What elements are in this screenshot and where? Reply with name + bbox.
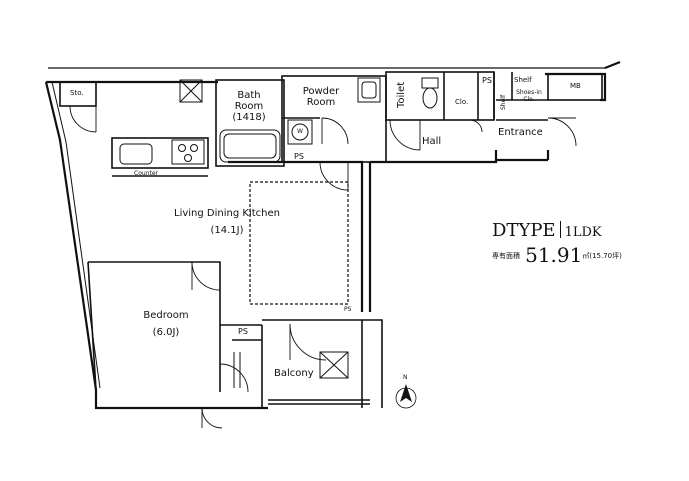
room-label-clo: Clo. xyxy=(455,98,469,106)
compass-north-label: N xyxy=(403,374,408,381)
room-label-sto: Sto. xyxy=(70,89,84,97)
ps-label-ldk: PS xyxy=(344,306,352,313)
room-label-powder: Powder Room xyxy=(294,86,348,108)
room-label-shelf-top: Shelf xyxy=(514,76,532,84)
area-unit: ㎡ xyxy=(582,252,590,260)
unit-type: DTYPE xyxy=(492,220,556,241)
door-swings xyxy=(69,105,577,429)
room-label-toilet: Toilet xyxy=(396,81,407,108)
compass xyxy=(395,384,417,409)
area-tsubo: (15.70坪) xyxy=(589,252,622,260)
bedroom-line-1: Bedroom xyxy=(143,310,189,321)
ldk-line-2: (14.1J) xyxy=(210,225,244,236)
room-label-hall: Hall xyxy=(422,136,442,147)
room-label-bedroom: Bedroom (6.0J) xyxy=(136,310,196,338)
bath-line-1: Bath xyxy=(237,90,261,101)
room-label-mb: MB xyxy=(570,82,581,90)
room-label-ldk: Living Dining Kitchen (14.1J) xyxy=(168,208,286,236)
powder-line-1: Powder xyxy=(302,86,340,97)
interior-walls xyxy=(59,71,603,408)
area-value: 51.91 xyxy=(525,243,583,267)
washer-label: W xyxy=(297,128,303,135)
area-label: 専有面積 xyxy=(492,252,520,260)
unit-area: 専有面積 51.91㎡(15.70坪) xyxy=(492,243,622,267)
type-divider xyxy=(559,221,561,238)
ps-label-bath: PS xyxy=(294,152,304,161)
room-label-shoes-in: Shoes-in Clo. xyxy=(512,89,546,103)
ps-label-shelf: PS xyxy=(482,76,492,85)
room-label-bath: Bath Room (1418) xyxy=(226,90,272,123)
ps-label-bedroom: PS xyxy=(238,327,248,336)
unit-type-title: DTYPE 1LDK xyxy=(492,220,622,241)
shoes-line-1: Shoes-in xyxy=(516,89,542,96)
bath-line-2: Room xyxy=(234,101,264,112)
shoes-line-2: Clo. xyxy=(523,96,535,103)
room-label-counter: Counter xyxy=(134,170,158,177)
bath-line-3: (1418) xyxy=(232,112,266,123)
room-label-shelf-side: Shelf xyxy=(500,94,507,110)
powder-line-2: Room xyxy=(306,97,336,108)
fixtures xyxy=(119,77,439,388)
room-label-balcony: Balcony xyxy=(274,368,314,379)
ldk-line-1: Living Dining Kitchen xyxy=(174,208,280,219)
bedroom-line-2: (6.0J) xyxy=(152,327,180,338)
unit-layout: 1LDK xyxy=(564,225,602,240)
room-label-entrance: Entrance xyxy=(498,127,543,138)
unit-type-block: DTYPE 1LDK 専有面積 51.91㎡(15.70坪) xyxy=(492,220,622,267)
